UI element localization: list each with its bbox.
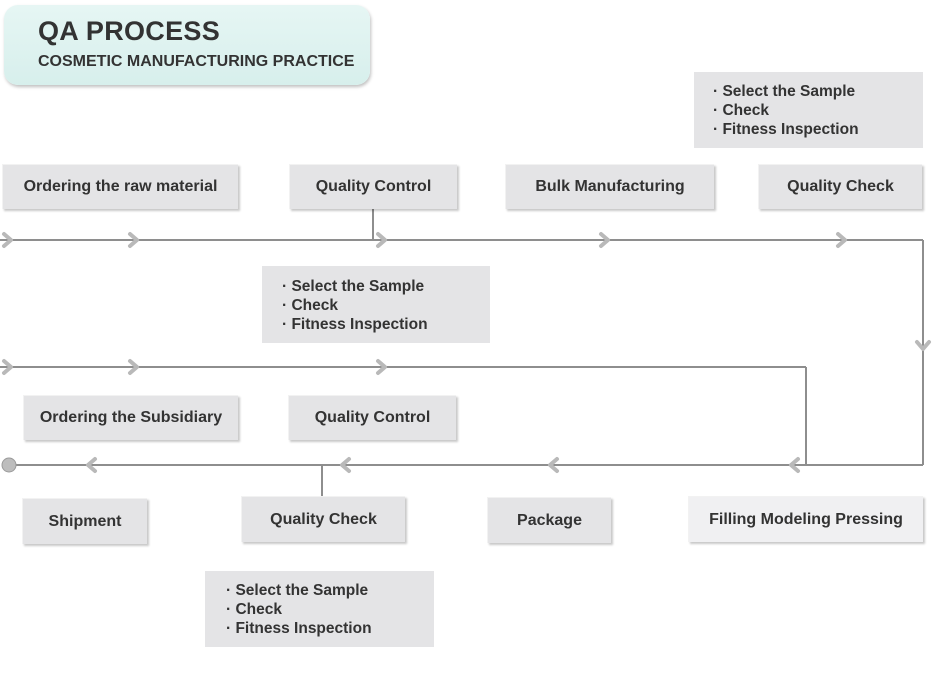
arrow-right-icon <box>128 232 139 248</box>
step-quality-check-2: Quality Check <box>241 496 405 542</box>
note-item: · Select the Sample <box>713 83 856 100</box>
arrow-left-icon <box>86 457 97 473</box>
note-item: · Check <box>713 102 769 119</box>
note-item: · Fitness Inspection <box>282 316 428 333</box>
note-item: · Select the Sample <box>226 582 369 599</box>
arrow-right-icon <box>128 359 139 375</box>
arrow-right-icon <box>599 232 610 248</box>
note-item: · Check <box>226 601 282 618</box>
arrow-right-icon <box>376 232 387 248</box>
step-bulk-manufacturing: Bulk Manufacturing <box>505 164 714 209</box>
note-item: · Check <box>282 297 338 314</box>
arrow-left-icon <box>340 457 351 473</box>
arrow-right-icon <box>2 232 13 248</box>
title-banner: QA PROCESS COSMETIC MANUFACTURING PRACTI… <box>4 5 370 85</box>
note-top-right: · Select the Sample · Check · Fitness In… <box>694 72 923 148</box>
step-quality-control-1: Quality Control <box>289 164 457 209</box>
end-point-icon <box>1 457 17 473</box>
arrow-right-icon <box>2 359 13 375</box>
note-item: · Select the Sample <box>282 278 425 295</box>
arrow-down-icon <box>915 340 931 351</box>
note-item: · Fitness Inspection <box>713 121 859 138</box>
step-ordering-raw-material: Ordering the raw material <box>2 164 238 209</box>
step-filling-modeling-pressing: Filling Modeling Pressing <box>688 496 923 542</box>
arrow-left-icon <box>789 457 800 473</box>
step-quality-check-1: Quality Check <box>758 164 922 209</box>
arrow-right-icon <box>376 359 387 375</box>
step-ordering-subsidiary: Ordering the Subsidiary <box>23 395 238 440</box>
step-package: Package <box>487 497 611 543</box>
note-item: · Fitness Inspection <box>226 620 372 637</box>
page-title: QA PROCESS <box>38 16 221 46</box>
arrow-left-icon <box>548 457 559 473</box>
step-shipment: Shipment <box>22 498 147 544</box>
page-subtitle: COSMETIC MANUFACTURING PRACTICE <box>38 53 355 70</box>
note-middle: · Select the Sample · Check · Fitness In… <box>262 266 490 343</box>
step-quality-control-2: Quality Control <box>288 395 456 440</box>
arrow-right-icon <box>836 232 847 248</box>
note-bottom: · Select the Sample · Check · Fitness In… <box>205 571 434 647</box>
